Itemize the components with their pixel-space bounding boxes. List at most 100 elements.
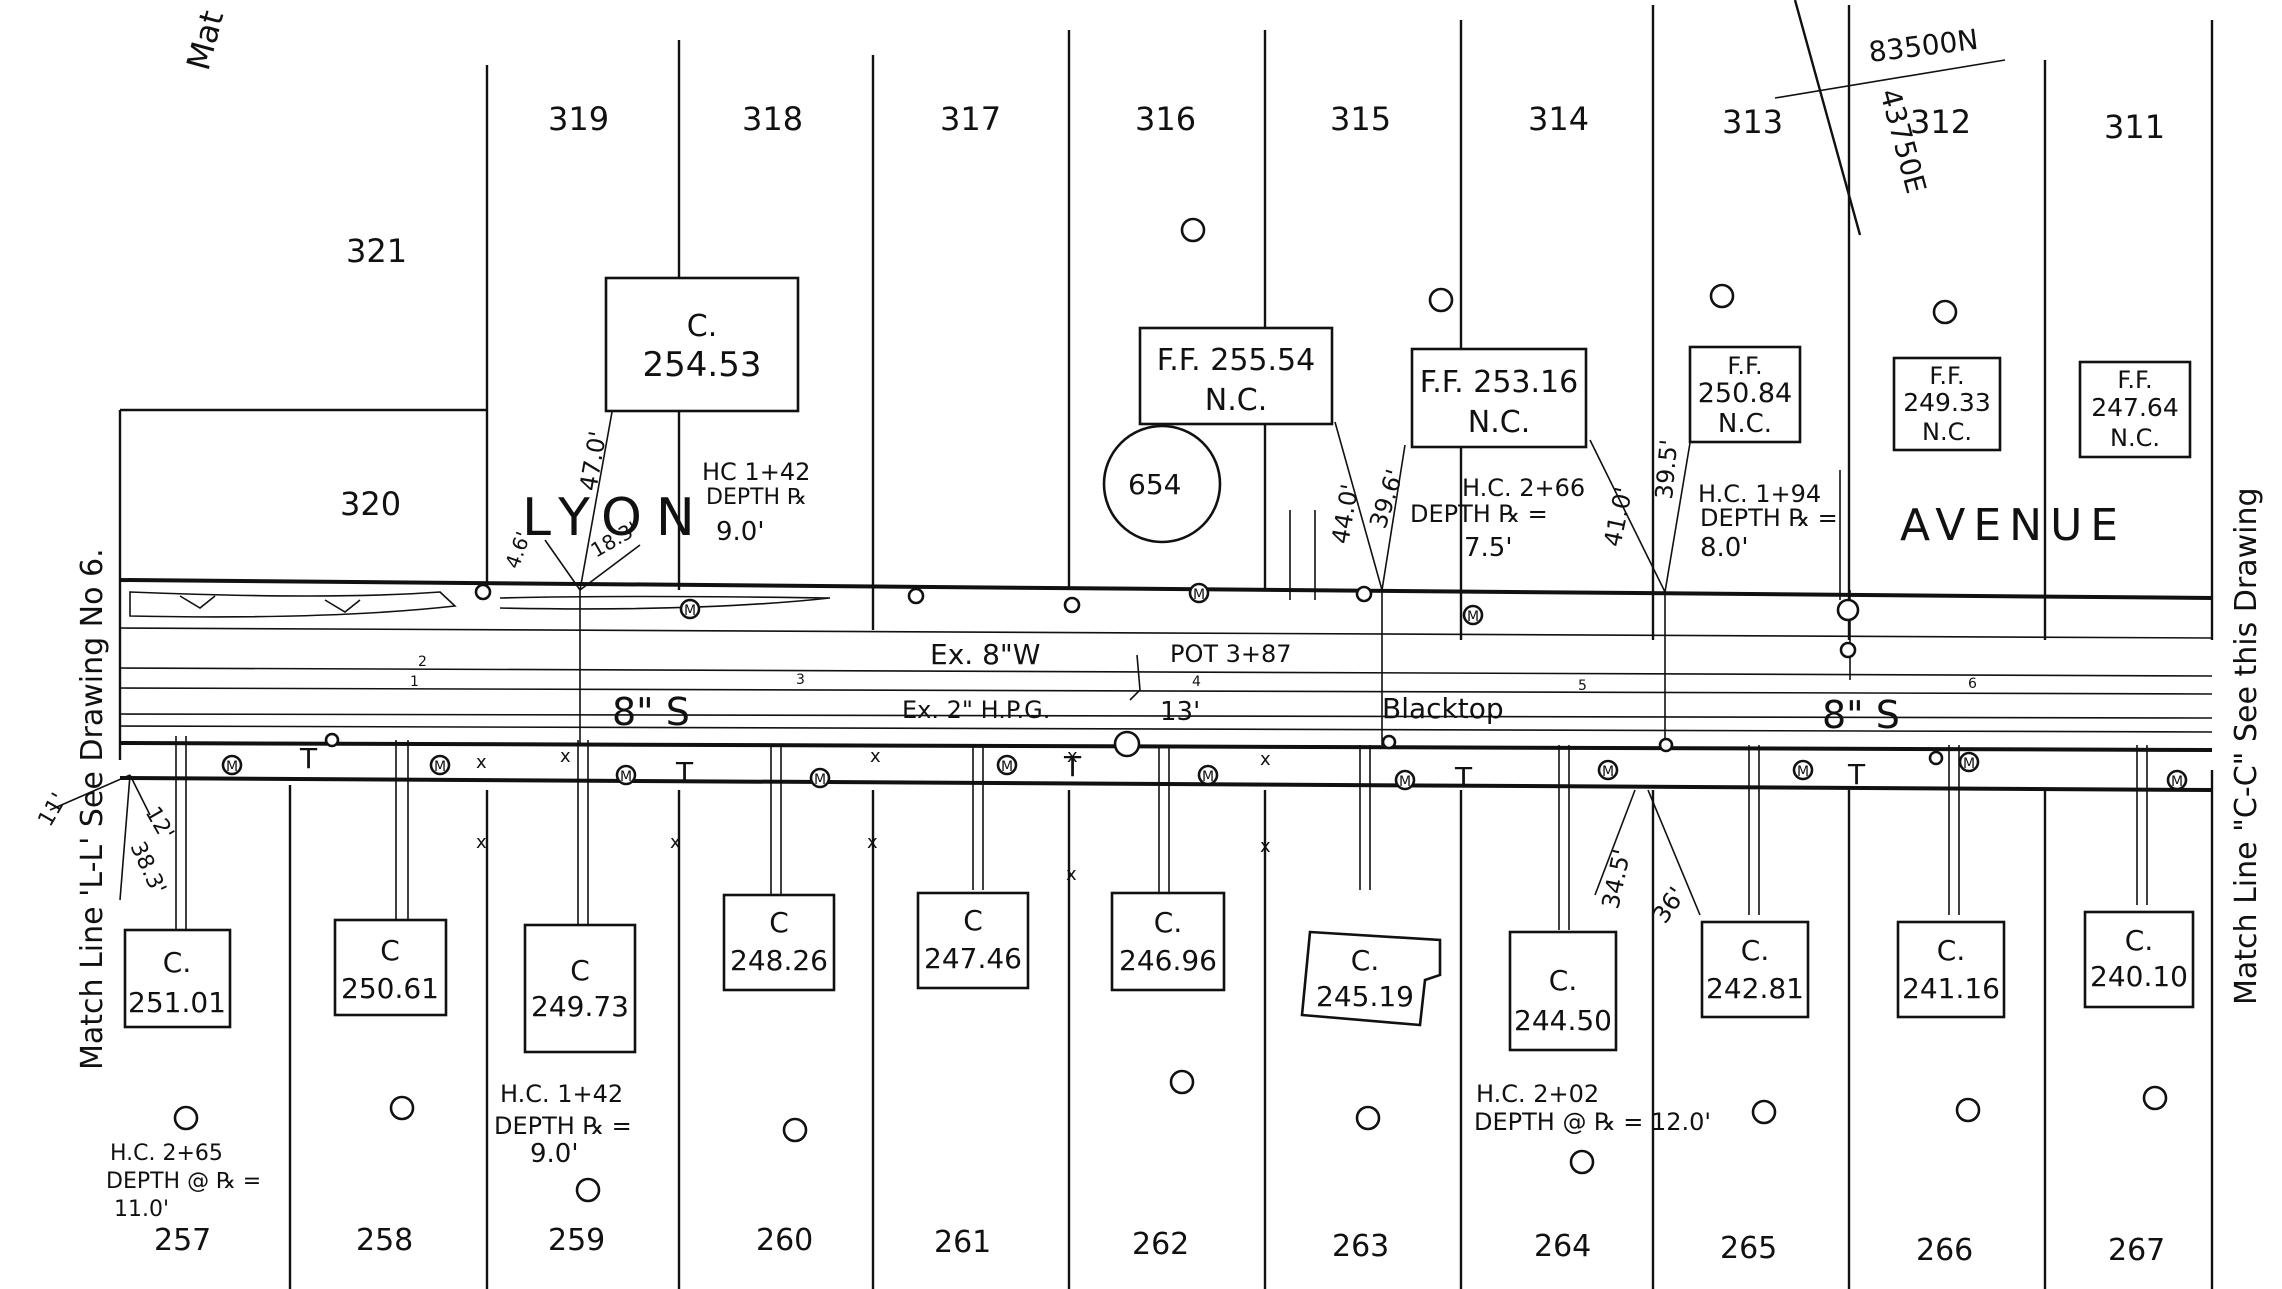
hc-note: H.C. 2+65 DEPTH @ ℞ = 11.0' — [106, 1141, 261, 1222]
svg-text:F.F.: F.F. — [1929, 362, 1964, 390]
hc-note: H.C. 2+66 DEPTH ℞ = 7.5' — [1410, 474, 1585, 563]
cross-icon: x — [560, 746, 571, 767]
station-tick: 2 — [418, 654, 427, 670]
street-name-right: AVENUE — [1900, 500, 2126, 551]
elevation-box: C. 241.16 — [1896, 920, 2006, 1019]
lot-number: 264 — [1534, 1229, 1591, 1264]
dimension-label: 34.5' — [1596, 847, 1636, 912]
manhole-icon — [679, 598, 701, 620]
svg-text:C.: C. — [687, 309, 717, 344]
valve-icon — [324, 732, 340, 748]
station-ticks: 2 1 3 4 5 6 — [410, 654, 1977, 694]
cross-icon: x — [867, 832, 878, 853]
tree-circle — [389, 1095, 415, 1121]
tree-circle — [1180, 217, 1206, 243]
elevation-box: C 249.73 — [523, 923, 637, 1054]
station-tick: 4 — [1192, 674, 1201, 690]
lot-number: 321 — [346, 232, 407, 270]
manhole-letter: M — [226, 759, 238, 775]
svg-text:F.F.: F.F. — [1727, 352, 1762, 380]
svg-text:DEPTH @ ℞ = 12.0': DEPTH @ ℞ = 12.0' — [1474, 1108, 1711, 1136]
tee-icon: T — [1063, 750, 1082, 783]
svg-text:C: C — [570, 954, 590, 987]
cross-icon: x — [1067, 746, 1078, 767]
valve-icon — [1063, 596, 1081, 614]
tree-circle — [782, 1117, 808, 1143]
tree-circle — [2142, 1085, 2168, 1111]
manhole-letter: M — [1202, 769, 1214, 785]
manhole-icon — [1394, 769, 1416, 791]
manhole-letter: M — [814, 772, 826, 788]
elevation-box: F.F. 253.16 N.C. — [1410, 347, 1588, 449]
svg-text:249.73: 249.73 — [531, 990, 629, 1023]
svg-text:N.C.: N.C. — [1468, 405, 1530, 440]
svg-text:N.C.: N.C. — [1205, 383, 1267, 418]
tee-icon: T — [1454, 761, 1473, 794]
fittings — [221, 582, 2188, 791]
match-line-top-fragment: Mat — [179, 7, 231, 75]
svg-text:C: C — [963, 904, 983, 937]
symbol-glyphs: T T T T T x x x x x x x x x x M M M M M … — [226, 587, 2183, 885]
sewer-main-label-left: 8" S — [612, 690, 690, 734]
lot-number: 311 — [2104, 108, 2165, 146]
elevation-box: F.F. 247.64 N.C. — [2078, 360, 2192, 459]
large-circle-tag — [1102, 424, 1222, 544]
manhole-letter: M — [1797, 764, 1809, 780]
valve-icon — [474, 583, 492, 601]
pavement-label: Blacktop — [1382, 692, 1504, 725]
svg-text:C.: C. — [1937, 934, 1965, 967]
tee-icon: T — [1847, 758, 1866, 791]
svg-text:242.81: 242.81 — [1706, 972, 1804, 1005]
pot-label: POT 3+87 — [1170, 640, 1292, 668]
elevation-box: F.F. 255.54 N.C. — [1138, 326, 1334, 426]
cross-icon: x — [1066, 864, 1077, 885]
manhole-letter: M — [1193, 587, 1205, 603]
svg-text:DEPTH @ ℞ =: DEPTH @ ℞ = — [106, 1169, 261, 1194]
svg-text:F.F. 253.16: F.F. 253.16 — [1420, 365, 1578, 400]
circle-markers — [173, 217, 2168, 1203]
valve-icon — [1113, 730, 1141, 758]
north-lot-lines — [118, 0, 2214, 760]
svg-text:7.5': 7.5' — [1464, 533, 1513, 563]
manhole-icon — [1597, 759, 1619, 781]
tree-circle — [1955, 1097, 1981, 1123]
svg-text:9.0': 9.0' — [530, 1139, 579, 1169]
svg-text:245.19: 245.19 — [1316, 980, 1414, 1013]
gas-main-label: Ex. 2" H.P.G. — [902, 696, 1050, 724]
tree-circle — [1569, 1149, 1595, 1175]
manhole-letter: M — [1963, 756, 1975, 772]
manhole-icon — [2166, 769, 2188, 791]
lot-number: 265 — [1720, 1231, 1777, 1266]
north-elevation-boxes: C. 254.53 F.F. 255.54 N.C. F.F. 253.16 N… — [604, 276, 2192, 459]
svg-text:N.C.: N.C. — [1718, 409, 1772, 439]
sewer-main-label-right: 8" S — [1822, 693, 1900, 737]
tree-circle — [575, 1177, 601, 1203]
south-elevation-boxes: C. 251.01 C 250.61 C 249.73 C 248.26 C 2… — [123, 891, 2195, 1054]
dimension-label: 11' — [34, 789, 73, 831]
house-connection-notes: HC 1+42 DEPTH ℞ 9.0' H.C. 2+66 DEPTH ℞ =… — [106, 458, 1838, 1222]
svg-text:DEPTH ℞ =: DEPTH ℞ = — [1700, 504, 1838, 532]
manhole-icon — [615, 764, 637, 786]
svg-text:HC 1+42: HC 1+42 — [702, 458, 810, 486]
elevation-box: F.F. 250.84 N.C. — [1688, 345, 1802, 444]
manhole-letter: M — [2171, 774, 2183, 790]
elevation-box: C. 240.10 — [2083, 910, 2195, 1009]
utility-labels: Ex. 8"W 8" S 8" S Ex. 2" H.P.G. POT 3+87… — [612, 468, 1900, 737]
svg-text:247.64: 247.64 — [2091, 393, 2178, 422]
dimension-label: 38.3' — [125, 838, 171, 898]
hc-note: H.C. 2+02 DEPTH @ ℞ = 12.0' — [1474, 1080, 1711, 1136]
station-tick: 3 — [796, 672, 805, 688]
tree-circle — [173, 1105, 199, 1131]
elevation-box: F.F. 249.33 N.C. — [1892, 356, 2002, 452]
lot-number: 318 — [742, 100, 803, 138]
cross-icon: x — [670, 832, 681, 853]
cross-icon: x — [476, 752, 487, 773]
manhole-letter: M — [1399, 774, 1411, 790]
svg-text:C.: C. — [2125, 924, 2153, 957]
lot-number: 261 — [934, 1225, 991, 1260]
street-name: LYON AVENUE — [522, 488, 2126, 551]
svg-text:H.C. 2+65: H.C. 2+65 — [110, 1141, 223, 1166]
valve-icon — [1839, 641, 1857, 659]
svg-text:C: C — [380, 934, 400, 967]
